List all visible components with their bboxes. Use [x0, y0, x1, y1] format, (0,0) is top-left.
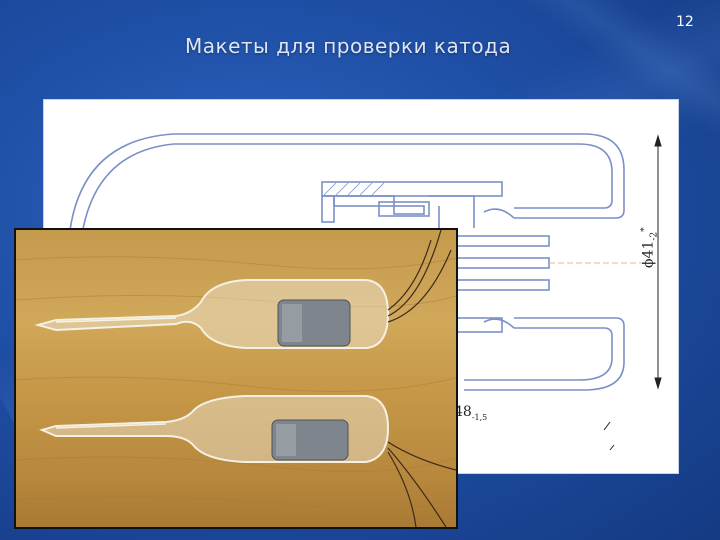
photo-illustration — [16, 230, 456, 527]
length-dimension-label: 48-1,5 — [454, 404, 487, 422]
diameter-tolerance: -2 — [649, 231, 660, 241]
envelope-dome — [67, 133, 175, 251]
envelope-bottom — [464, 317, 625, 391]
glass-tube-1 — [34, 230, 452, 349]
cathode-photo — [14, 228, 458, 529]
housing-top — [321, 181, 503, 197]
envelope-top — [174, 133, 625, 219]
length-tolerance: -1,5 — [471, 412, 488, 422]
slide-number: 12 — [676, 14, 694, 30]
slide-title: Макеты для проверки катода — [185, 34, 512, 58]
diameter-dimension-label: ϕ41-2* — [640, 227, 660, 268]
glass-tube-2 — [39, 395, 456, 527]
diameter-value: ϕ41 — [640, 240, 657, 268]
length-value: 48 — [454, 404, 472, 420]
